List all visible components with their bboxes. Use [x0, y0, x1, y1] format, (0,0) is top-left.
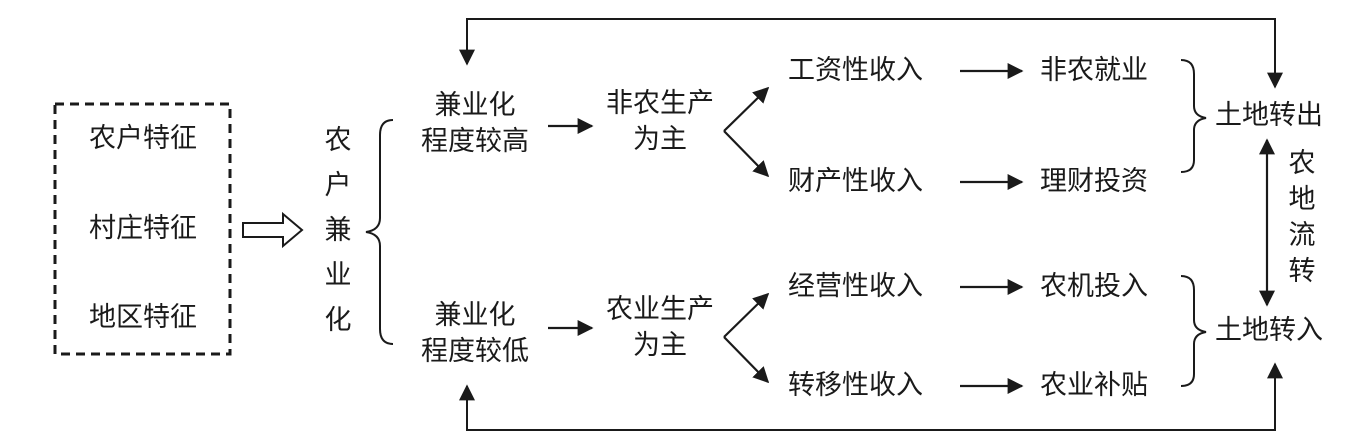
part-time-char: 农	[324, 125, 352, 156]
circulation-char: 农	[1288, 148, 1316, 179]
production-nonfarm-label: 非农生产 为主	[595, 86, 725, 158]
brace-transfer-in	[1180, 275, 1207, 387]
circulation-char: 转	[1288, 256, 1316, 287]
circulation-char: 流	[1288, 220, 1316, 251]
level-low-label: 兼业化 程度较低	[405, 298, 545, 370]
use-machinery: 农机投入	[1040, 271, 1148, 302]
production-farm-line2: 为主	[633, 330, 687, 361]
feedback-loop-top	[459, 18, 1283, 89]
use-investment: 理财投资	[1040, 166, 1148, 197]
level-low-line1: 兼业化	[434, 300, 516, 331]
part-time-char: 化	[324, 305, 352, 336]
arrow-to-operating	[723, 292, 770, 338]
brace-transfer-out	[1180, 59, 1207, 173]
income-operating: 经营性收入	[788, 271, 923, 302]
level-high-line2: 程度较高	[421, 126, 529, 157]
circulation-vertical-label: 农 地 流 转	[1282, 146, 1322, 290]
feedback-loop-bottom	[459, 362, 1283, 431]
production-nonfarm-line1: 非农生产	[606, 88, 714, 119]
arrow-to-property	[723, 130, 770, 178]
factor-household: 农户特征	[89, 123, 197, 154]
part-time-vertical-label: 农 户 兼 业 化	[318, 118, 358, 343]
arrow-to-wage	[723, 86, 770, 132]
level-high-line1: 兼业化	[434, 90, 516, 121]
use-employment: 非农就业	[1040, 55, 1148, 86]
level-high-label: 兼业化 程度较高	[405, 88, 545, 160]
income-wage: 工资性收入	[788, 55, 923, 86]
part-time-char: 兼	[324, 215, 352, 246]
production-farm-label: 农业生产 为主	[595, 292, 725, 364]
factor-village: 村庄特征	[89, 213, 197, 244]
production-nonfarm-line2: 为主	[633, 124, 687, 155]
hollow-arrow	[242, 211, 304, 249]
arrow-to-transfer	[723, 336, 770, 384]
use-subsidy: 农业补贴	[1040, 370, 1148, 401]
production-farm-line1: 农业生产	[606, 294, 714, 325]
income-transfer: 转移性收入	[788, 370, 923, 401]
part-time-char: 业	[324, 260, 352, 291]
income-property: 财产性收入	[788, 166, 923, 197]
outcome-transfer-out: 土地转出	[1215, 100, 1323, 131]
circulation-char: 地	[1288, 184, 1316, 215]
factor-region: 地区特征	[89, 302, 197, 333]
level-low-line2: 程度较低	[421, 336, 529, 367]
outcome-transfer-in: 土地转入	[1215, 315, 1323, 346]
factors-dashed-box	[53, 102, 232, 356]
part-time-char: 户	[324, 170, 352, 201]
part-time-brace	[365, 119, 394, 345]
